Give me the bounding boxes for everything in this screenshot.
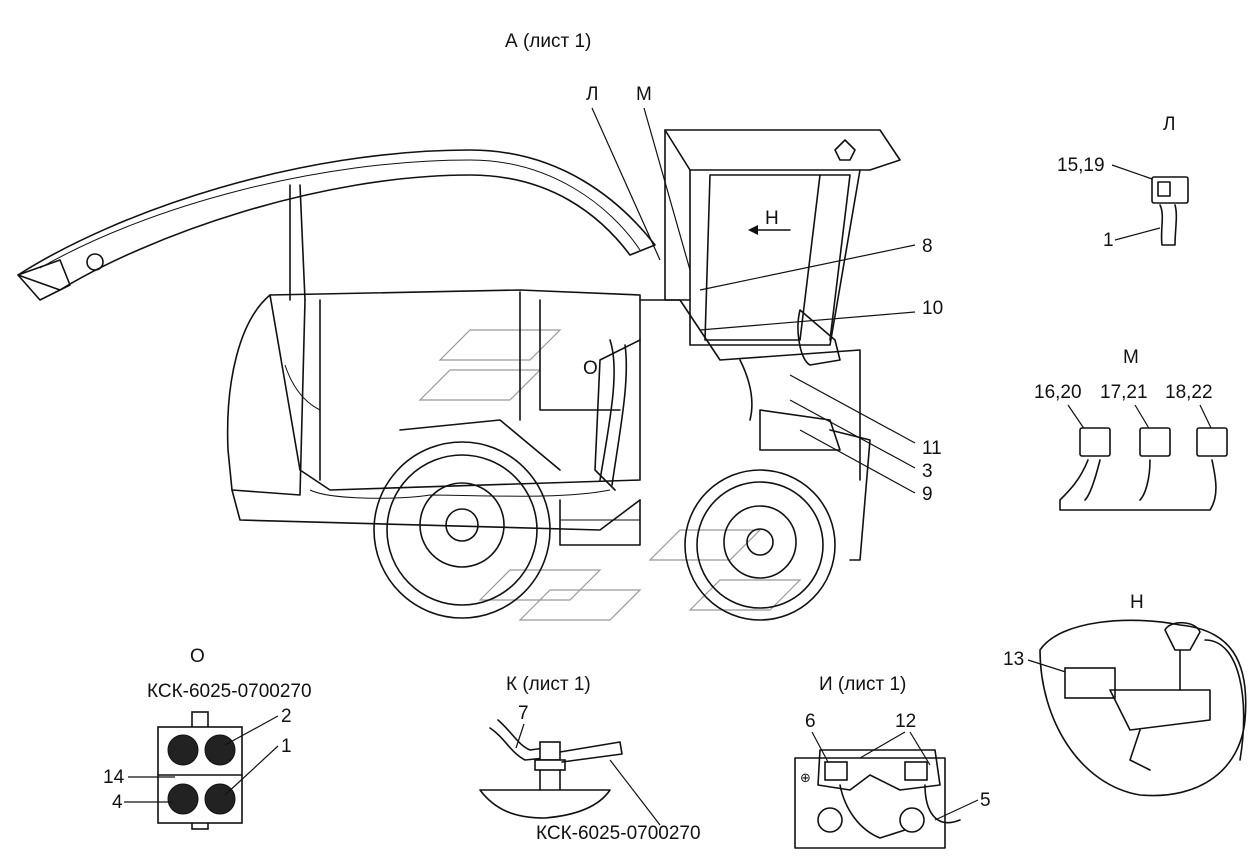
callout-3: 3 [922,461,933,482]
watermark-stripes [418,329,802,621]
svg-text:⊕: ⊕ [800,771,811,786]
detail-M-callout-16-20: 16,20 [1034,382,1082,403]
detail-N-title: Н [1130,592,1144,613]
socket-4 [204,783,236,815]
detail-M: М 16,20 17,21 18,22 [1034,347,1228,511]
detail-I-callout-5: 5 [980,790,991,811]
harvester-side-view [17,129,901,621]
detail-I: И (лист 1) 6 12 5 ⊕ [794,674,991,849]
detail-I-callout-6: 6 [805,711,816,732]
detail-K-callout-7: 7 [518,703,529,724]
callout-M: М [636,84,652,105]
socket-3 [167,783,199,815]
socket-2 [204,734,236,766]
detail-K-title: К (лист 1) [506,674,591,695]
detail-L: Л 15,19 1 [1057,114,1189,251]
detail-O: О КСК-6025-0700270 2 1 14 4 [103,646,312,830]
detail-I-callout-12: 12 [895,711,916,732]
detail-L-callout-15-19: 15,19 [1057,155,1105,176]
view-mark-O: О [583,358,598,379]
detail-K-part-number: КСК-6025-0700270 [536,823,701,844]
main-view-title: А (лист 1) [505,31,591,52]
detail-O-title: О [190,646,205,667]
detail-L-callout-1: 1 [1103,230,1114,251]
detail-O-part-number: КСК-6025-0700270 [147,681,312,702]
detail-N: Н 13 [1003,592,1247,797]
detail-K: К (лист 1) 7 КСК-6025-0700270 [479,674,701,844]
detail-I-title: И (лист 1) [819,674,906,695]
detail-O-callout-14: 14 [103,767,125,788]
detail-M-callout-17-21: 17,21 [1100,382,1148,403]
detail-O-callout-4: 4 [112,792,123,813]
front-wheel [684,469,836,621]
callout-10: 10 [922,298,943,319]
discharge-spout [17,149,656,291]
main-leader-lines [591,107,916,494]
callout-L: Л [586,84,598,105]
engine-housing [226,289,641,531]
callout-11: 11 [922,438,942,459]
callout-9: 9 [922,484,933,505]
detail-M-title: М [1123,347,1139,368]
view-arrow-N-label: Н [765,208,779,229]
socket-1 [167,734,199,766]
detail-L-title: Л [1163,114,1175,135]
rear-wheel [373,441,551,619]
detail-N-callout-13: 13 [1003,649,1024,670]
callout-8: 8 [922,236,933,257]
detail-O-callout-2: 2 [281,706,292,727]
detail-O-callout-1: 1 [281,736,292,757]
detail-M-callout-18-22: 18,22 [1165,382,1213,403]
